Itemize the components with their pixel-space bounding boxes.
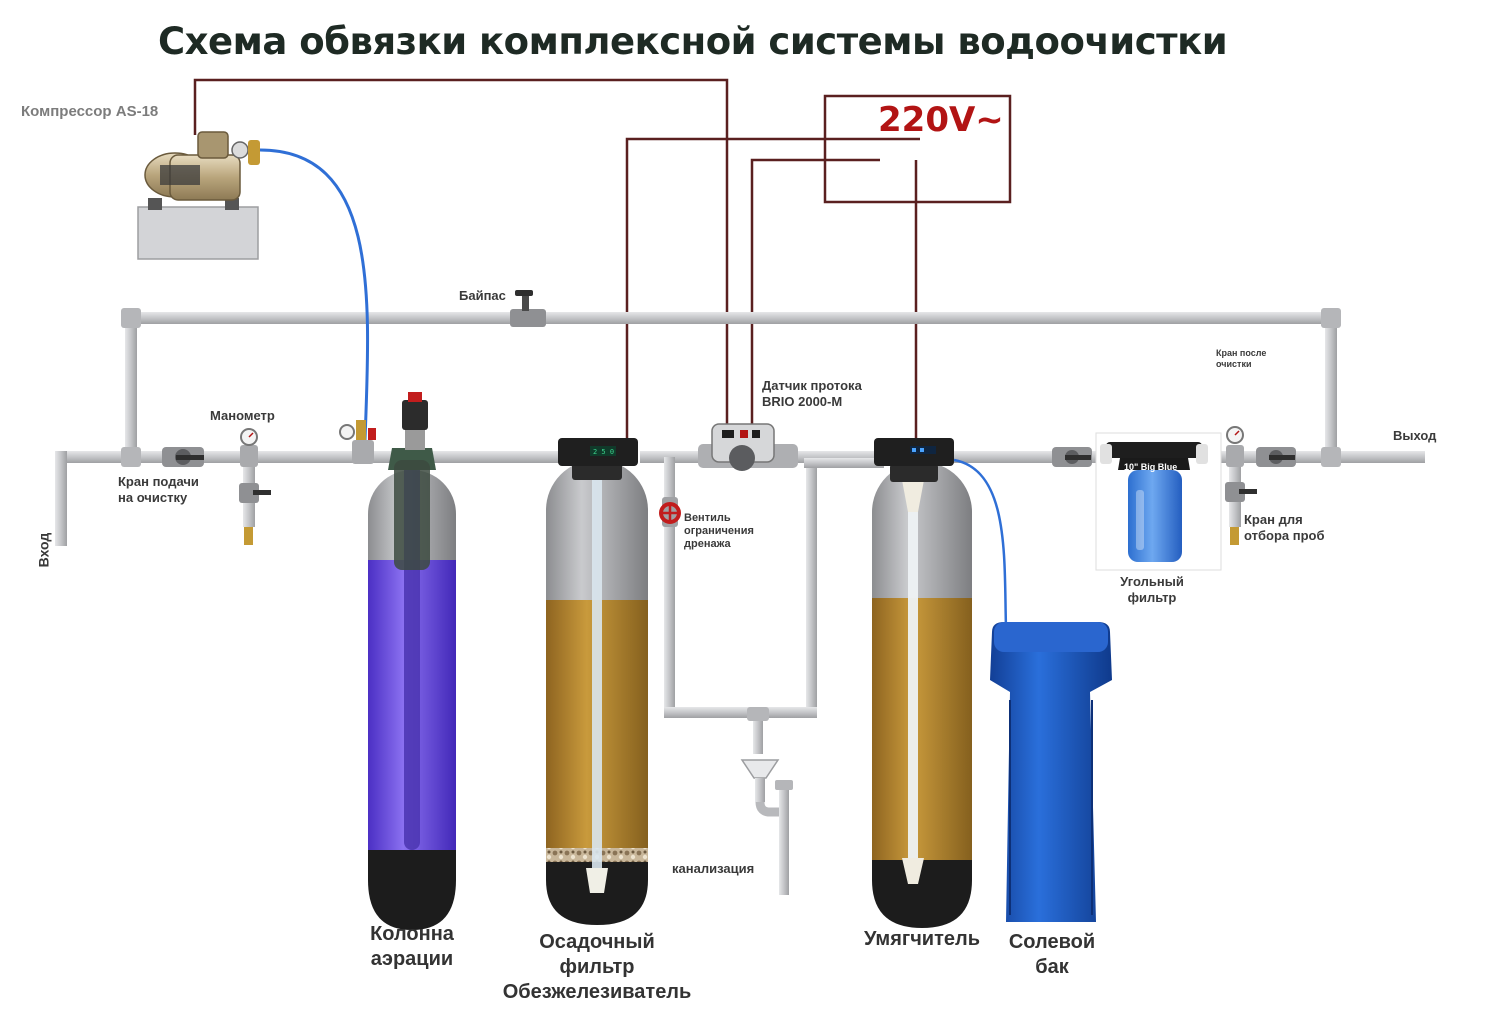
carbon-inlet-valve[interactable] bbox=[1052, 447, 1092, 467]
sample-tap-assembly bbox=[1225, 426, 1257, 545]
sediment-filter-label: Осадочный фильтр Обезжелезиватель bbox=[482, 930, 712, 1005]
tank-base bbox=[546, 862, 648, 925]
svg-text:2 5 0: 2 5 0 bbox=[593, 448, 614, 456]
elbow-fitting bbox=[121, 308, 141, 328]
tee-fitting bbox=[747, 707, 769, 721]
label-line: Осадочный bbox=[539, 931, 655, 953]
manometer-assembly bbox=[239, 428, 271, 545]
bypass-pipe bbox=[125, 312, 1335, 324]
inlet-label: Вход bbox=[35, 532, 52, 568]
elbow-fitting bbox=[1321, 308, 1341, 328]
drain-valve-label: Вентиль ограничения дренажа bbox=[684, 512, 754, 552]
compressor-as-18 bbox=[137, 131, 260, 260]
riser-tube bbox=[592, 475, 602, 875]
bypass-label: Байпас bbox=[459, 288, 506, 303]
softener bbox=[872, 438, 972, 928]
carbon-filter-big-blue bbox=[1100, 442, 1208, 562]
label-line: очистки bbox=[1216, 358, 1252, 369]
bypass-valve[interactable] bbox=[510, 290, 546, 327]
sediment-filter: 2 5 0 bbox=[546, 438, 648, 925]
sediment-drain-pipe bbox=[664, 457, 675, 712]
brass-nozzle bbox=[1230, 527, 1239, 545]
label-line: ограничения bbox=[684, 525, 754, 538]
bypass-line bbox=[121, 290, 1341, 457]
label-line: бак bbox=[1035, 956, 1069, 978]
resin-media bbox=[872, 598, 972, 870]
air-gauge-icon bbox=[339, 424, 355, 440]
label-line: Обезжелезиватель bbox=[502, 981, 692, 1003]
label-line: аэрации bbox=[370, 948, 454, 970]
label-line: отбора проб bbox=[1244, 528, 1325, 544]
sample-tap-label: Кран для отбора проб bbox=[1244, 512, 1325, 545]
drain-collector-pipe bbox=[664, 707, 817, 718]
label-line: Солевой bbox=[1008, 931, 1096, 953]
label-line: Датчик протока bbox=[762, 378, 862, 393]
drain-drop-pipe bbox=[753, 712, 763, 754]
page-title: Схема обвязки комплексной системы водооч… bbox=[158, 20, 1228, 63]
softener-drain-pipe bbox=[806, 461, 817, 712]
sample-valve-handle[interactable] bbox=[1239, 489, 1257, 494]
softener-drain-outlet bbox=[804, 458, 884, 468]
compressor-power-wire bbox=[193, 78, 729, 430]
filter-housing bbox=[1128, 470, 1182, 562]
sediment-valve-power-wire bbox=[625, 137, 920, 445]
tee-fitting bbox=[1321, 447, 1341, 467]
label-line: Кран для bbox=[1244, 512, 1303, 527]
label-line: Угольный bbox=[1120, 574, 1184, 589]
aeration-column-label: Колонна аэрации bbox=[352, 922, 472, 972]
bypass-riser-left bbox=[125, 312, 137, 457]
bypass-riser-right bbox=[1325, 312, 1337, 457]
brine-tank-label: Солевой бак bbox=[998, 930, 1106, 980]
tank-base bbox=[368, 850, 456, 930]
inlet-riser bbox=[55, 451, 67, 546]
label-line: Вентиль bbox=[684, 512, 731, 524]
electrical-wiring bbox=[193, 78, 1012, 445]
brass-nozzle bbox=[244, 527, 253, 545]
compressor-base-plate bbox=[137, 206, 259, 260]
flow-sensor-brio-2000m bbox=[698, 423, 798, 471]
power-box bbox=[823, 94, 1012, 204]
tee-fitting bbox=[121, 447, 141, 467]
label-line: на очистку bbox=[118, 490, 188, 506]
flow-sensor-label: Датчик протока BRIO 2000-M bbox=[762, 378, 862, 411]
label-line: дренажа bbox=[684, 538, 731, 551]
air-hose bbox=[259, 148, 370, 441]
sewer-siphon bbox=[740, 759, 793, 895]
label-line: BRIO 2000-M bbox=[762, 394, 843, 410]
carbon-filter-label: Угольный фильтр bbox=[1114, 574, 1190, 607]
aeration-valve-head bbox=[402, 400, 428, 430]
label-line: Кран после bbox=[1216, 348, 1267, 358]
tap-after-label: Кран после очистки bbox=[1216, 348, 1266, 370]
sediment-control-valve: 2 5 0 bbox=[558, 438, 638, 466]
softener-control-valve bbox=[874, 438, 954, 466]
sample-valve-handle[interactable] bbox=[253, 490, 271, 495]
outlet-label: Выход bbox=[1393, 428, 1437, 443]
label-line: Колонна bbox=[370, 923, 454, 945]
brine-tank bbox=[990, 622, 1112, 922]
sewer-label: канализация bbox=[672, 861, 755, 876]
label-line: Кран подачи bbox=[118, 474, 199, 489]
flow-sensor-wire bbox=[750, 158, 880, 432]
pipe-segment bbox=[345, 451, 570, 463]
aeration-column bbox=[368, 392, 456, 930]
label-line: фильтр bbox=[559, 956, 635, 978]
label-line: фильтр bbox=[1127, 590, 1177, 606]
drain-limit-valve[interactable] bbox=[659, 497, 681, 527]
riser-tube bbox=[908, 470, 918, 870]
compressor-gauge-icon bbox=[231, 141, 249, 159]
tank-base bbox=[872, 860, 972, 928]
brine-tank-body bbox=[990, 622, 1112, 922]
outlet-valve[interactable] bbox=[1256, 447, 1296, 467]
supply-valve[interactable] bbox=[162, 447, 204, 467]
voltage-label: 220V~ bbox=[878, 100, 1004, 140]
supply-valve-label: Кран подачи на очистку bbox=[118, 474, 199, 507]
air-inlet-valve[interactable] bbox=[339, 420, 376, 464]
softener-label: Умягчитель bbox=[863, 928, 981, 950]
compressor-label: Компрессор AS-18 bbox=[21, 103, 159, 120]
brine-line-hose bbox=[953, 458, 1008, 629]
big-blue-label: 10" Big Blue bbox=[1124, 462, 1178, 472]
manometer-label: Манометр bbox=[210, 408, 275, 423]
